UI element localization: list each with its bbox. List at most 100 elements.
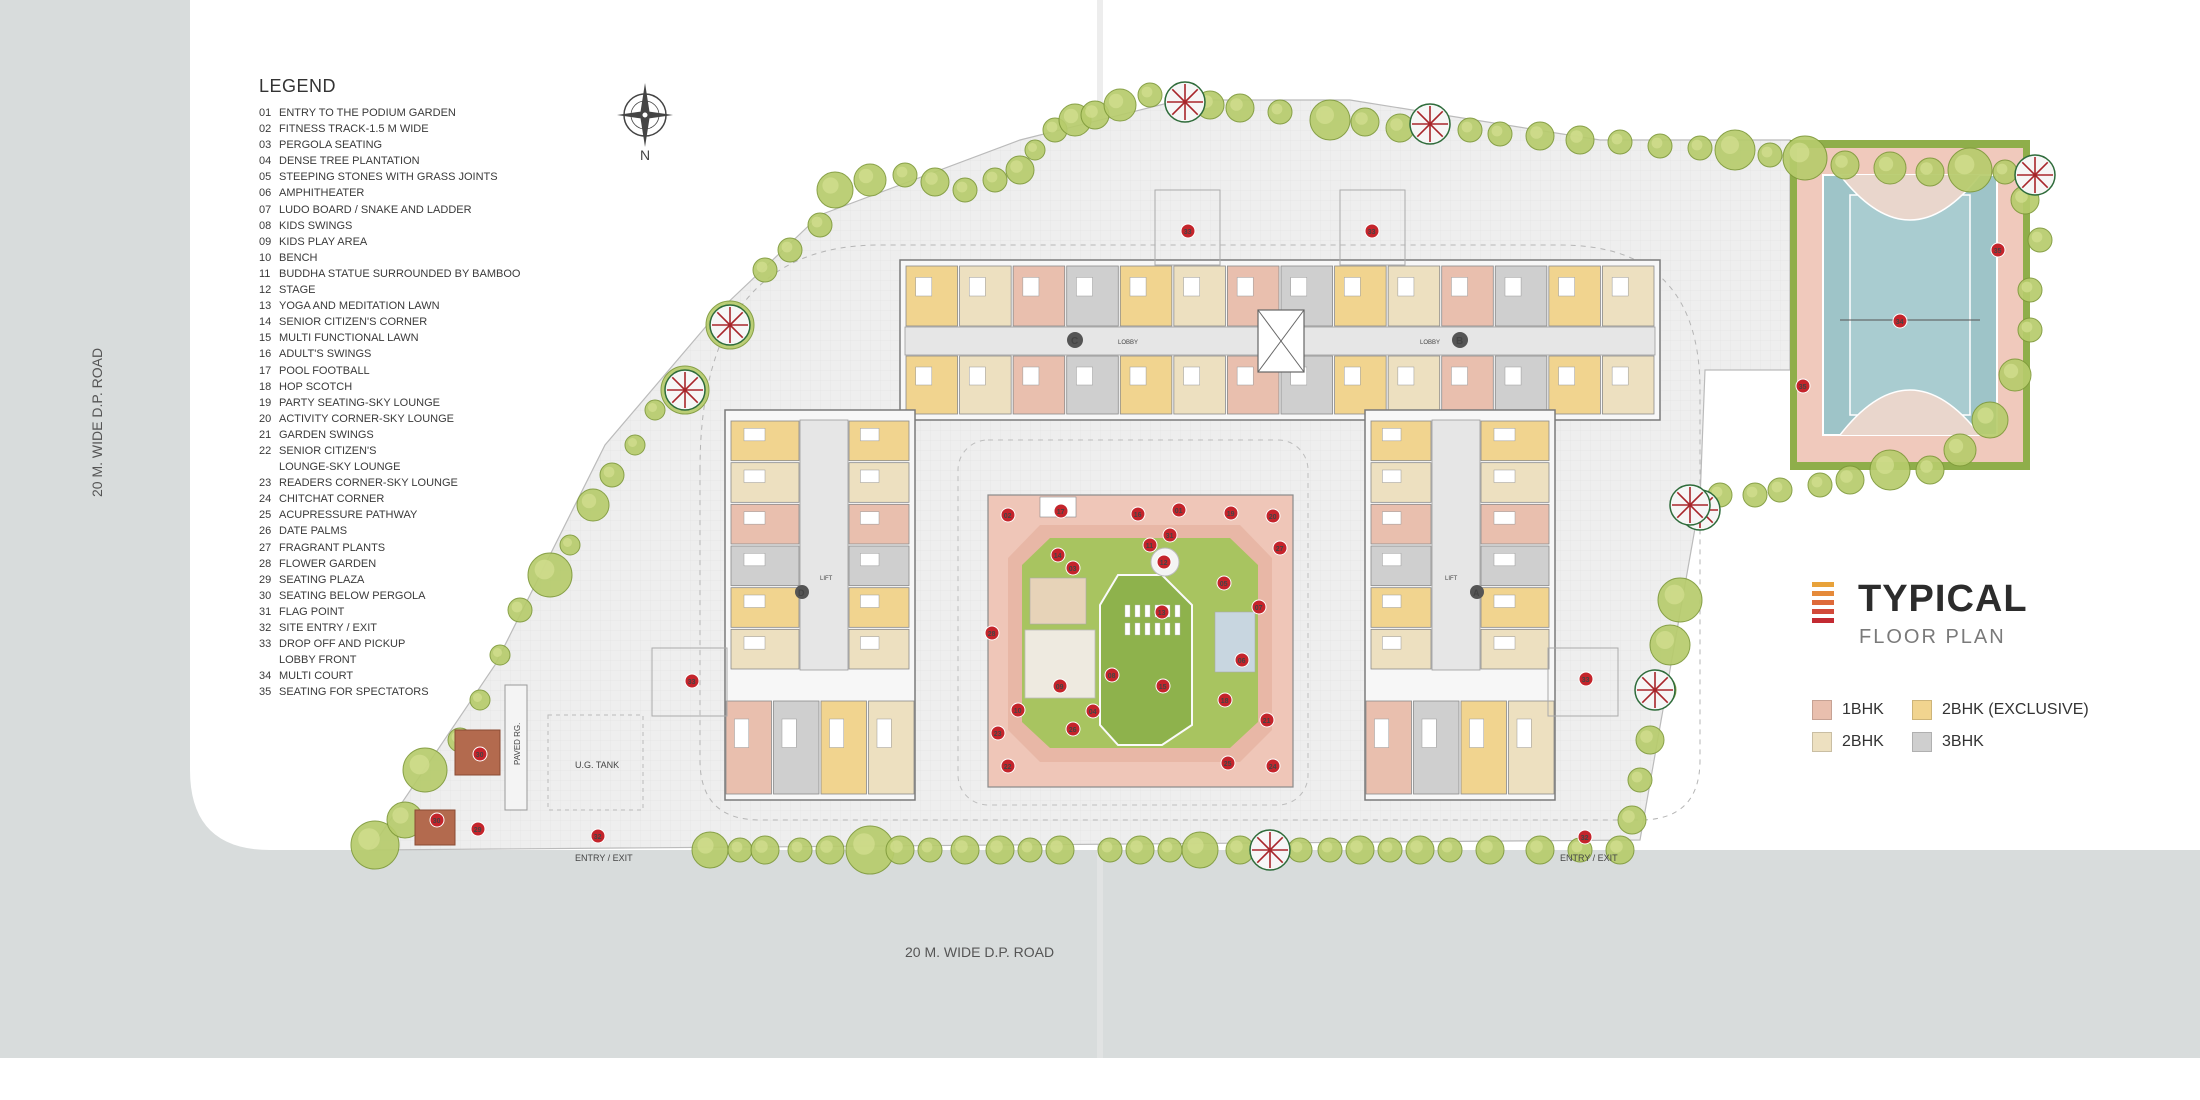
unit-room [1397, 366, 1415, 386]
map-marker-label: 12 [1160, 560, 1168, 567]
map-marker [984, 625, 1000, 641]
legend-item-number: 28 [259, 557, 272, 570]
unit-room [1382, 469, 1402, 483]
unit-key-label: 2BHK (EXCLUSIVE) [1942, 701, 2089, 718]
map-marker [1892, 313, 1908, 329]
legend-title: LEGEND [259, 76, 337, 96]
tree-highlight [1721, 136, 1739, 154]
heading-accent-bar [1812, 609, 1834, 614]
legend-item-label: FLAG POINT [279, 605, 345, 618]
map-marker [990, 725, 1006, 741]
tree-highlight [990, 840, 1003, 853]
legend-item-number: 16 [259, 348, 272, 361]
tree-highlight [473, 693, 482, 702]
legend-item-number: 02 [259, 123, 272, 136]
map-marker-label: 34 [1896, 319, 1904, 326]
map-marker [1265, 508, 1281, 524]
tree-highlight [358, 828, 380, 850]
tree-highlight [2003, 363, 2019, 379]
tree-highlight [1050, 840, 1063, 853]
map-marker [1265, 758, 1281, 774]
tree-highlight [1141, 86, 1153, 98]
wing-label-a: A [1473, 588, 1480, 598]
tree-highlight [1977, 407, 1994, 424]
tree-highlight [1390, 118, 1403, 131]
legend-item-number [259, 652, 279, 668]
corridor [1431, 419, 1481, 671]
legend-item-number: 17 [259, 364, 272, 377]
map-marker-label: 05 [1220, 581, 1228, 588]
tree-highlight [755, 840, 768, 853]
tree-highlight [1271, 103, 1283, 115]
legend-item-number: 27 [259, 541, 272, 554]
legend-item-label: LUDO BOARD / SNAKE AND LADDER [279, 203, 472, 216]
unit-room [860, 636, 880, 650]
legend-item-label: BENCH [279, 251, 318, 264]
court-key [1839, 174, 1981, 221]
map-marker-label: 35 [1799, 384, 1807, 391]
tree-highlight [1876, 456, 1894, 474]
unit-room [1236, 366, 1254, 386]
map-marker [1795, 378, 1811, 394]
legend-item-number: 26 [259, 525, 272, 538]
page-bottom-strip [0, 1058, 2200, 1100]
map-marker-label: 02 [1004, 513, 1012, 520]
map-marker [1180, 223, 1196, 239]
palm-frond [2021, 161, 2036, 176]
plan-subtitle: FLOOR PLAN [1859, 626, 2006, 648]
palm-frond [1171, 88, 1186, 103]
map-marker [1052, 678, 1068, 694]
map-marker-label: 33 [1582, 677, 1590, 684]
unit-room [1129, 366, 1147, 386]
paved-rg [504, 684, 528, 811]
palm-frond [671, 376, 686, 391]
unit-room [1397, 277, 1415, 297]
legend-item-label: SEATING FOR SPECTATORS [279, 686, 429, 699]
map-marker-label: 06 [1238, 658, 1246, 665]
tree-highlight [986, 171, 998, 183]
yoga-mat [1174, 622, 1181, 636]
heading-accent-bar [1812, 582, 1834, 587]
legend-item-number: 01 [259, 107, 272, 119]
legend-item: LOBBY FRONT [259, 652, 639, 668]
tree-highlight [628, 438, 637, 447]
legend-item-number: 07 [259, 203, 272, 216]
map-marker-label: 15 [1159, 684, 1167, 691]
tree-highlight [1028, 143, 1037, 152]
unit-room [1493, 511, 1516, 525]
unit-room [860, 553, 880, 567]
legend-item-number: 24 [259, 493, 272, 506]
unit-room [1558, 366, 1575, 386]
map-marker [1010, 702, 1026, 718]
legend-item-label: SEATING BELOW PERGOLA [279, 589, 426, 602]
map-marker-label: 33 [688, 679, 696, 686]
tree-highlight [820, 840, 833, 853]
legend-item-number: 19 [259, 396, 272, 409]
map-marker [472, 746, 488, 762]
palm-frond [2021, 174, 2036, 189]
yoga-mat [1134, 604, 1141, 618]
map-marker-label: 23 [994, 731, 1002, 738]
legend-item-label: PARTY SEATING-SKY LOUNGE [279, 396, 440, 409]
legend-item-number: 33 [259, 638, 272, 651]
tree-highlight [858, 168, 874, 184]
tree-highlight [1063, 108, 1079, 124]
unit-room [1076, 366, 1093, 386]
legend-item-label: STAGE [279, 284, 316, 297]
tree-highlight [1480, 840, 1493, 853]
unit-room [860, 469, 880, 483]
legend-item: 07 LUDO BOARD / SNAKE AND LADDER [259, 202, 639, 218]
map-marker-label: 32 [1581, 835, 1589, 842]
tree-highlight [1101, 841, 1113, 853]
palm-frond [716, 311, 731, 326]
tree-highlight [1611, 133, 1623, 145]
tree-highlight [756, 261, 768, 273]
unit-room [1493, 553, 1516, 567]
